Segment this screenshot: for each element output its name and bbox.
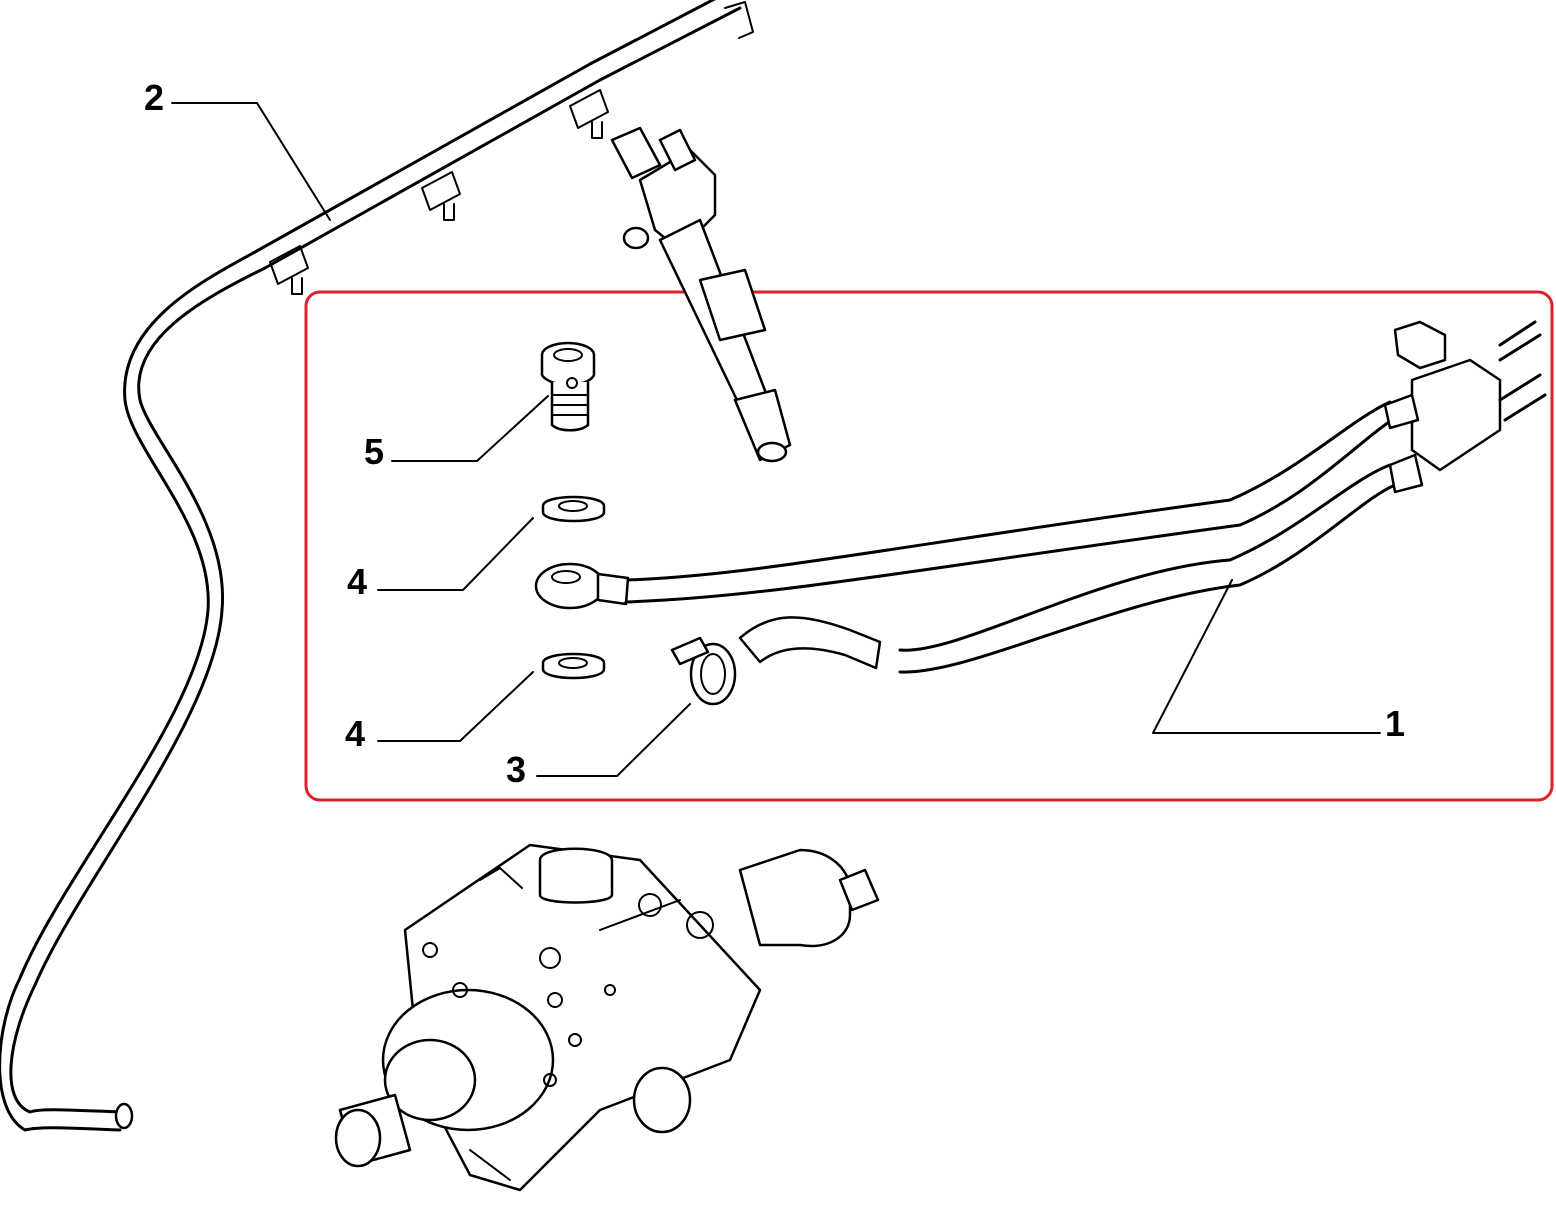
banjo-bolt-part-5 (540, 341, 596, 432)
leader-line-4-upper (377, 517, 534, 591)
callout-part-4-lower: 4 (345, 713, 366, 754)
leak-off-hose-part-2 (0, 0, 754, 1132)
highlight-box (304, 290, 1554, 802)
callout-part-5: 5 (364, 431, 385, 472)
high-pressure-pump (334, 843, 880, 1192)
injector (610, 126, 792, 463)
leader-line-3 (536, 703, 691, 777)
hose-clamp-part-3 (670, 636, 737, 706)
leader-line-2 (171, 102, 331, 221)
callout-part-3: 3 (506, 749, 527, 790)
leader-lines (171, 102, 1381, 777)
callout-part-2: 2 (144, 77, 165, 118)
leader-line-4-lower (377, 671, 534, 742)
callout-part-4-upper: 4 (347, 561, 368, 602)
leader-line-1 (1152, 579, 1381, 734)
return-pipe-part-1 (534, 320, 1547, 674)
washer-lower-part-4 (541, 652, 606, 680)
callout-part-1: 1 (1385, 703, 1406, 744)
washer-upper-part-4 (541, 495, 606, 523)
leader-line-5 (391, 395, 549, 462)
